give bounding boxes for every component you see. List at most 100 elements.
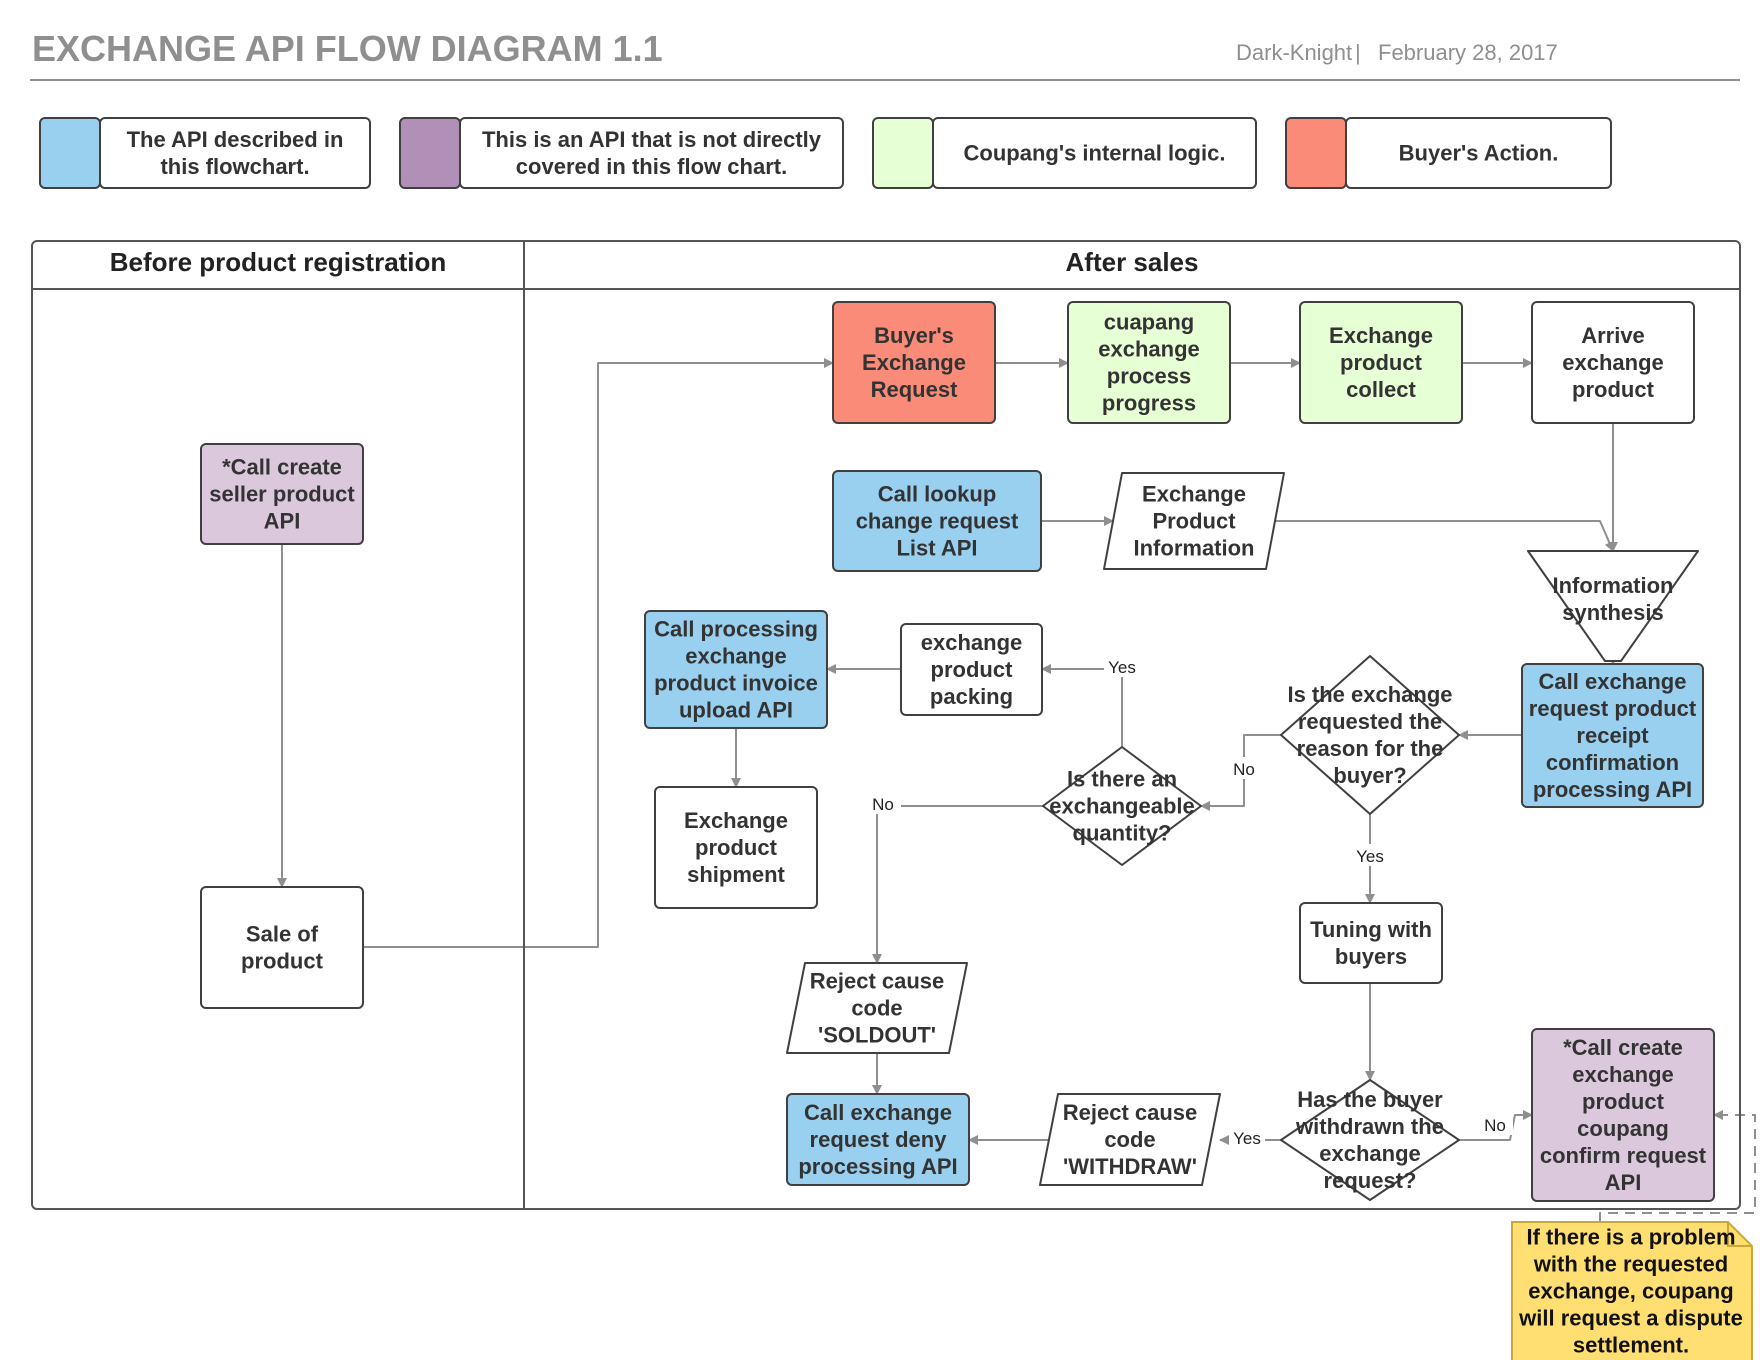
legend-swatch [39, 117, 101, 189]
legend-item: Coupang's internal logic. [872, 117, 1257, 189]
legend-label: Coupang's internal logic. [964, 141, 1226, 166]
edge-label-withdrawn-no: No [1484, 1116, 1506, 1135]
node-arrive-exchange-product-shape [1531, 301, 1695, 424]
author-label: Dark-Knight [1236, 40, 1353, 65]
swimlane-frame [31, 240, 1741, 1210]
node-call-create-seller-shape [200, 443, 364, 545]
page-title: EXCHANGE API FLOW DIAGRAM 1.1 [32, 28, 663, 69]
edge-sale-to-buyer-request [363, 358, 834, 948]
node-has-buyer-withdrawn-shape [1280, 1079, 1460, 1201]
edge-label-withdrawn-yes: Yes [1233, 1129, 1261, 1148]
edge-label-reason-yes: Yes [1356, 847, 1384, 866]
legend-item: Buyer's Action. [1285, 117, 1612, 189]
dispute-note-fold [1727, 1222, 1752, 1247]
edge-label-reason-no: No [1233, 760, 1255, 779]
node-call-lookup-change-shape [832, 470, 1042, 572]
node-exchange-product-shipment-shape [654, 786, 818, 909]
node-exchange-product-information-shape [1103, 472, 1285, 570]
edge-label-quantity-no-bg [865, 792, 901, 814]
dispute-note-shape [1511, 1221, 1753, 1360]
legend-swatch [1285, 117, 1347, 189]
node-call-deny-processing-shape [786, 1093, 970, 1186]
legend-text-box [1345, 117, 1612, 189]
edge-label-quantity-yes-bg [1104, 655, 1140, 677]
legend-text-box [459, 117, 844, 189]
legend-text-box [932, 117, 1257, 189]
legend-swatch [872, 117, 934, 189]
node-buyers-exchange-request-shape [832, 301, 996, 424]
edge-label-quantity-no: No [872, 795, 894, 814]
node-exchange-product-collect-shape [1299, 301, 1463, 424]
legend-swatch [399, 117, 461, 189]
edge-quantity-no-to-soldout [872, 805, 1043, 964]
legend-text-box [99, 117, 371, 189]
edge-label-withdrawn-no-bg [1477, 1113, 1513, 1135]
node-reject-withdraw-shape [1039, 1093, 1221, 1186]
edge-note-to-confirm [1599, 1110, 1756, 1222]
node-tuning-with-buyers-shape [1299, 902, 1443, 984]
node-information-synthesis-shape [1527, 550, 1699, 662]
node-sale-of-product-shape [200, 886, 364, 1009]
node-is-exchangeable-quantity-shape [1042, 746, 1202, 866]
node-call-receipt-confirmation-shape [1521, 663, 1704, 808]
node-call-processing-invoice-shape [644, 610, 828, 729]
node-call-create-confirm-shape [1531, 1028, 1715, 1202]
edge-label-reason-no-bg [1226, 757, 1262, 779]
meta-separator: | [1355, 40, 1361, 65]
lane-title-after: After sales [1066, 247, 1199, 277]
node-is-reason-for-buyer-shape [1280, 655, 1460, 815]
legend-label: Buyer's Action. [1399, 141, 1559, 166]
node-exchange-product-packing-shape [900, 623, 1043, 716]
date-label: February 28, 2017 [1378, 40, 1558, 65]
lane-title-before: Before product registration [110, 247, 447, 277]
edge-label-withdrawn-yes-bg [1229, 1126, 1265, 1148]
node-cuapang-process-shape [1067, 301, 1231, 424]
node-reject-soldout-shape [786, 962, 968, 1054]
edge-information-to-synthesis [1275, 520, 1615, 552]
edge-quantity-yes-to-packing [1041, 664, 1123, 747]
